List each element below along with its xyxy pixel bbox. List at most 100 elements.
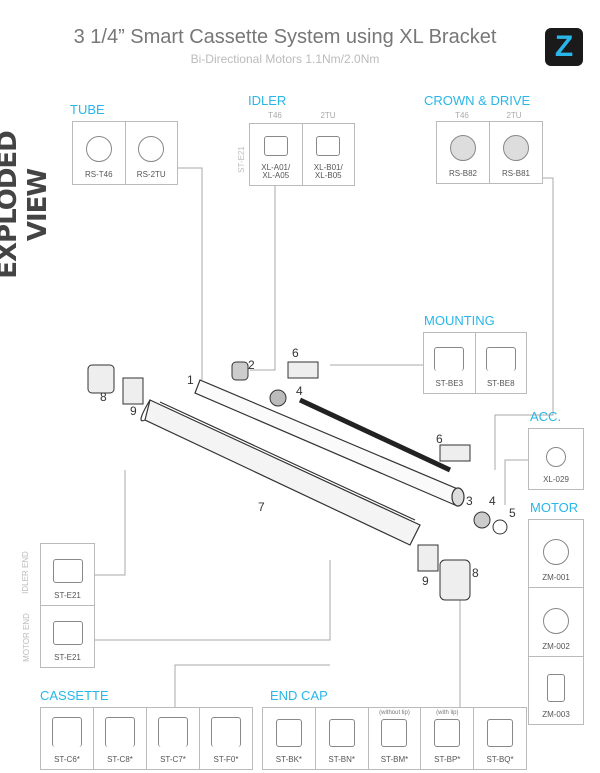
part-rs-b82: RS-B82: [437, 122, 490, 183]
end-cap-icon: [381, 719, 408, 747]
section-label-motor: MOTOR: [530, 500, 579, 515]
part-st-be8: ST-BE8: [476, 333, 527, 393]
part-code: ST-C6*: [54, 755, 80, 764]
part-cassette: ST-C6*: [41, 708, 94, 769]
connector-lines: [95, 167, 554, 707]
part-number: 4: [489, 494, 496, 508]
part-code: XL-B01/ XL-B05: [313, 163, 343, 180]
part-code: ST-E21: [54, 591, 81, 600]
part-code: ST-C7*: [160, 755, 186, 764]
page-title: 3 1/4” Smart Cassette System using XL Br…: [73, 26, 497, 48]
part-code: ZM-002: [542, 641, 570, 651]
part-zm-002: ZM-002: [529, 588, 583, 657]
part-rs-t46: RS-T46: [73, 122, 126, 184]
section-label-mounting: MOUNTING: [424, 313, 495, 328]
part-cassette: ST-F0*: [200, 708, 252, 769]
section-label-acc: ACC.: [530, 409, 562, 424]
end-cap-icon: [328, 719, 355, 747]
idler-end-left: [122, 377, 144, 405]
part-zm-003: ZM-003: [529, 657, 583, 724]
part-code: ST-BQ*: [486, 755, 514, 764]
part-number: 3: [466, 494, 473, 508]
crown: [269, 389, 287, 407]
part-code: ST-BN*: [328, 755, 356, 764]
cassette-profile-icon: [158, 717, 188, 747]
part-code: RS-B82: [448, 169, 477, 178]
end-cap-parts: ST-BK* ST-BN* (without lip) ST-BM* (with …: [262, 707, 527, 770]
part-number: 7: [258, 500, 265, 514]
cassette-parts: ST-C6* ST-C8* ST-C7* ST-F0*: [40, 707, 253, 770]
part-note: (without lip): [379, 710, 410, 716]
logo-letter: Z: [554, 30, 574, 63]
part-number: 2: [248, 358, 255, 372]
crown-icon: [450, 135, 476, 161]
part-code: XL-A01/ XL-A05: [261, 163, 291, 180]
motor-head-icon: [543, 539, 569, 566]
end-cap-icon: [275, 719, 302, 747]
idler-icon: [263, 136, 288, 156]
part-code: ST-BP*: [434, 755, 461, 764]
part-code: ST-BE8: [486, 379, 515, 388]
section-label-crown-drive: CROWN & DRIVE: [424, 93, 531, 108]
part-code: XL-029: [543, 475, 569, 484]
part-cassette: ST-C7*: [147, 708, 200, 769]
part-end-cap: (without lip) ST-BM*: [369, 708, 422, 769]
end-plate-icon: [52, 621, 83, 645]
part-number: 9: [422, 574, 429, 588]
motor-end-label: MOTOR END: [21, 613, 31, 662]
part-code: RS-T46: [84, 170, 113, 179]
bracket-icon: [434, 347, 465, 371]
part-code: ZM-003: [542, 709, 570, 719]
part-number: 4: [296, 384, 303, 398]
idler-plug: [231, 361, 249, 381]
motor-head-icon: [543, 607, 569, 634]
part-end-cap: ST-BN*: [316, 708, 369, 769]
section-label-end-cap: END CAP: [270, 688, 328, 703]
bracket-right: [439, 444, 471, 462]
roller-tube: [194, 379, 465, 507]
section-label-idler: IDLER: [248, 93, 287, 108]
cassette-profile-icon: [211, 717, 241, 747]
col-label: 2TU: [320, 111, 336, 120]
part-rs-b81: RS-B81: [490, 122, 542, 183]
mounting-parts: ST-BE3 ST-BE8: [423, 332, 527, 394]
motor-clip: [492, 519, 508, 535]
part-st-be3: ST-BE3: [424, 333, 476, 393]
end-plate-icon: [52, 559, 83, 583]
brand-logo: Z: [545, 28, 583, 66]
tube-icon: [85, 136, 112, 162]
col-label: T46: [268, 111, 282, 120]
cassette-profile-icon: [105, 717, 135, 747]
part-code: ST-E21: [54, 653, 81, 662]
side-label: ST-E21: [236, 146, 246, 173]
part-code: ST-F0*: [213, 755, 239, 764]
idler-icon: [316, 136, 341, 156]
section-label-cassette: CASSETTE: [40, 688, 109, 703]
part-code: ST-BM*: [380, 755, 409, 764]
part-end-cap: ST-BK*: [263, 708, 316, 769]
motor-end-right: [417, 544, 439, 572]
part-note: (with lip): [436, 710, 459, 716]
part-xl-029: XL-029: [529, 429, 583, 489]
motor-head-icon: [547, 673, 565, 702]
part-end-cap: ST-BQ*: [474, 708, 526, 769]
part-motor-end: ST-E21: [41, 606, 94, 667]
part-number: 1: [187, 373, 194, 387]
part-number: 5: [509, 506, 516, 520]
cassette-extrusion: [140, 399, 421, 546]
idler-end-label: IDLER END: [20, 551, 30, 594]
part-idler-end: ST-E21: [41, 544, 94, 606]
tube-icon: [138, 136, 165, 162]
end-cap-left: [87, 364, 115, 394]
part-zm-001: ZM-001: [529, 520, 583, 589]
motor-parts: ZM-001 ZM-002 ZM-003: [528, 519, 584, 725]
cassette-profile-icon: [52, 717, 82, 747]
col-label: 2TU: [506, 111, 522, 120]
drive: [473, 511, 491, 529]
end-parts: ST-E21 ST-E21: [40, 543, 95, 668]
part-number: 8: [100, 390, 107, 404]
part-number: 8: [472, 566, 479, 580]
part-xl-a01: XL-A01/ XL-A05: [250, 124, 303, 185]
bracket-icon: [485, 347, 516, 371]
